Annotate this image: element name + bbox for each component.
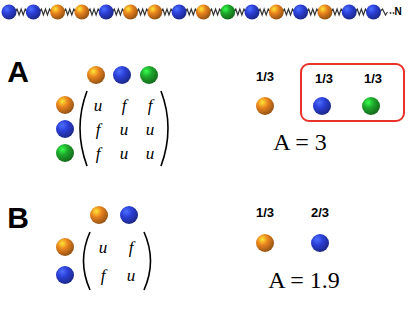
matrix-cell: f (122, 97, 127, 114)
matrix-cell: u (99, 239, 108, 256)
matrix-cell: f (96, 145, 101, 162)
panel-letter: B (7, 203, 29, 233)
chain-bead (317, 5, 332, 20)
matrix-cell: f (96, 121, 101, 138)
matrix-cell: u (146, 145, 155, 162)
matrix-cell: u (94, 97, 103, 114)
spring (64, 9, 76, 15)
panel-letter: A (7, 57, 29, 87)
matrix-cell: u (120, 145, 129, 162)
spring (307, 9, 319, 15)
fraction-bead (311, 234, 329, 252)
chain-bead (269, 5, 284, 20)
chain-bead (74, 5, 89, 20)
chain-bead (147, 5, 162, 20)
spring (258, 9, 270, 15)
matrix-bracket (161, 91, 168, 166)
matrix-cell: f (129, 239, 134, 256)
ellipsis-dot (393, 12, 395, 14)
spring (161, 9, 173, 15)
fraction-bead (256, 97, 274, 115)
column-bead (87, 66, 105, 84)
spring (88, 9, 100, 15)
matrix-cell: u (127, 267, 136, 284)
chain-bead (245, 5, 260, 20)
spring (15, 9, 27, 15)
row-bead (56, 120, 74, 138)
row-bead (56, 96, 74, 114)
spring (185, 9, 197, 15)
chain-bead (172, 5, 187, 20)
row-bead (56, 266, 74, 284)
chain-bead (2, 5, 17, 20)
fraction-bead (256, 234, 274, 252)
chain-end-label: N (394, 7, 401, 17)
spring (355, 9, 367, 15)
matrix-bracket (84, 232, 91, 290)
chain-bead (220, 5, 235, 20)
spring (282, 9, 294, 15)
column-bead (113, 66, 131, 84)
ellipsis-dot (390, 12, 392, 14)
spring (39, 9, 51, 15)
matrix-cell: f (101, 267, 106, 284)
spring (209, 9, 221, 15)
value-label: A = 3 (273, 130, 327, 154)
chain-bead (196, 5, 211, 20)
spring (331, 9, 343, 15)
chain-bead (123, 5, 138, 20)
row-bead (56, 238, 74, 256)
fraction-bead (362, 97, 380, 115)
spring (234, 9, 246, 15)
matrix-bracket (80, 91, 87, 166)
column-bead (90, 206, 108, 224)
row-bead (56, 144, 74, 162)
matrix-bracket (144, 232, 151, 290)
chain-bead (99, 5, 114, 20)
fraction-bead (313, 97, 331, 115)
fraction: 2/3 (311, 206, 329, 219)
matrix-cell: u (146, 121, 155, 138)
fraction: 1/3 (256, 70, 274, 83)
fraction: 1/3 (315, 72, 333, 85)
column-bead (140, 66, 158, 84)
spring (137, 9, 149, 15)
spring (112, 9, 124, 15)
chain-bead (293, 5, 308, 20)
matrix-cell: u (120, 121, 129, 138)
matrix-cell: f (148, 97, 153, 114)
fraction: 1/3 (364, 72, 382, 85)
fraction: 1/3 (256, 206, 274, 219)
chain-bead (26, 5, 41, 20)
value-label: A = 1.9 (268, 268, 340, 292)
column-bead (120, 206, 138, 224)
highlight-box: 1/3 1/3 (300, 63, 405, 122)
chain-bead (50, 5, 65, 20)
chain-bead (342, 5, 357, 20)
chain-bead (366, 5, 381, 20)
